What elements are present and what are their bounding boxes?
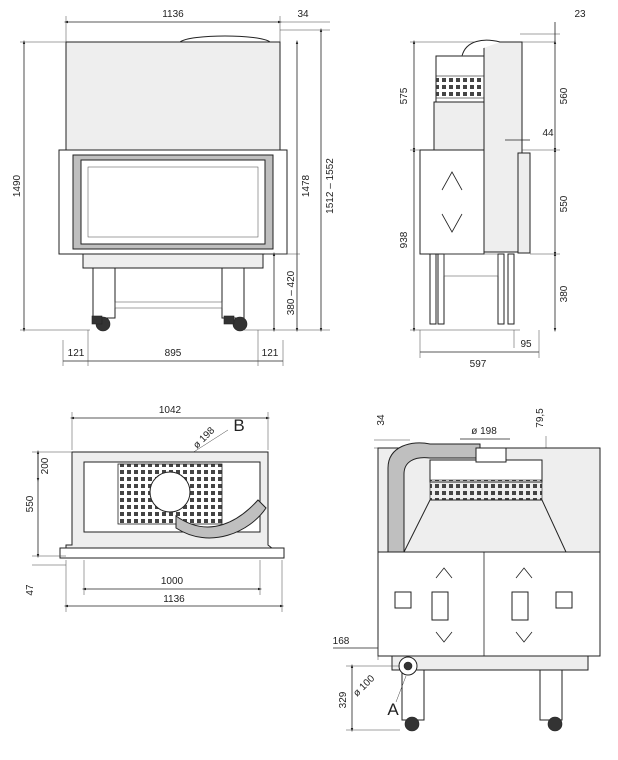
front-leg-right (221, 267, 245, 319)
top-width-dim: 1042 (159, 405, 182, 416)
rear-small-diameter-dim: ø 100 (351, 673, 377, 699)
label-b: B (233, 416, 244, 435)
rear-side-offset-dim: 168 (333, 636, 350, 647)
front-leg-range-dim: 380 – 420 (286, 270, 297, 315)
front-top-width-dim: 1136 (162, 9, 184, 20)
side-upper-right-dim: 560 (559, 87, 570, 104)
rear-offset-right-dim: 79,5 (535, 408, 546, 428)
side-front-panel (419, 149, 485, 255)
top-front-offset-dim: 47 (25, 584, 36, 596)
rear-top-small-dim: 34 (376, 414, 387, 426)
side-upper-left-dim: 575 (399, 87, 410, 104)
front-bottom-left-dim: 121 (68, 348, 85, 359)
front-glass (80, 159, 266, 245)
front-bottom-mid-dim: 895 (165, 348, 182, 359)
front-total-height-dim: 1490 (12, 174, 23, 197)
front-leg-left (92, 267, 116, 319)
top-diameter-dim: ø 198 (191, 425, 217, 451)
top-inner-width-dim: 1000 (161, 576, 184, 587)
side-top-offset-dim: 23 (574, 9, 586, 20)
front-height-range-dim: 1512 – 1552 (325, 158, 336, 214)
top-flue-circle (149, 471, 191, 513)
side-lower-left-dim: 938 (399, 231, 410, 248)
side-view: 23 575 938 560 550 380 (399, 9, 586, 370)
front-inner-height-dim: 1478 (301, 174, 312, 197)
front-top-offset-dim: 34 (297, 9, 309, 20)
side-middle-right-dim: 550 (559, 195, 570, 212)
label-a: A (387, 700, 399, 719)
rear-top-diameter-dim: ø 198 (471, 426, 497, 437)
rear-height-small-dim: 329 (338, 691, 349, 708)
rear-view: 34 79,5 ø 198 (333, 408, 601, 732)
side-notch-dim: 44 (542, 128, 554, 139)
front-bottom-right-dim: 121 (262, 348, 279, 359)
rear-fan-grille (429, 479, 543, 501)
side-back-body (483, 41, 523, 253)
side-bottom-small-dim: 95 (520, 339, 532, 350)
top-outer-width-dim: 1136 (163, 594, 185, 605)
front-hood (65, 41, 281, 153)
front-view: 1136 34 1490 1478 1512 – 1552 (12, 9, 336, 366)
top-depth-total-dim: 550 (25, 495, 36, 512)
top-elbow-pipe (175, 499, 267, 539)
side-lower-right-dim: 380 (559, 285, 570, 302)
top-depth-upper-dim: 200 (40, 457, 51, 474)
side-depth-dim: 597 (470, 359, 487, 370)
top-view: 1042 B ø 198 200 550 47 1000 1136 (25, 405, 285, 612)
